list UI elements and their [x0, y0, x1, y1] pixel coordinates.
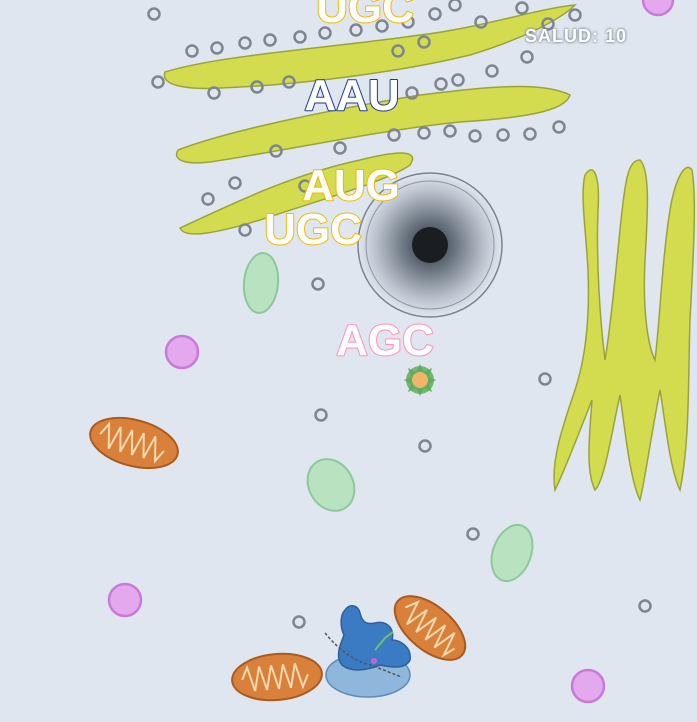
- ribosome-dot: [485, 64, 499, 78]
- rough-endoplasmic-reticulum: [163, 4, 577, 235]
- ribosome-dot: [474, 15, 488, 29]
- vesicles: [242, 252, 534, 583]
- ribosome-dot: [552, 120, 566, 134]
- codon-label: AUG: [302, 161, 400, 210]
- vesicle: [490, 523, 534, 583]
- ribosome-dot: [263, 33, 277, 47]
- codon-label: UGC: [264, 205, 362, 254]
- mitochondrion: [89, 416, 179, 470]
- ribosome-dot: [428, 7, 442, 21]
- ribosome-dot: [250, 80, 264, 94]
- codon-label: AAU: [304, 71, 399, 120]
- ribosome-dot: [434, 77, 448, 91]
- ribosome-dot: [349, 23, 363, 37]
- ribosome-dots: [147, 0, 652, 629]
- ribosome-dot: [391, 44, 405, 58]
- ribosome-dot: [311, 277, 325, 291]
- ribosome-dot: [496, 128, 510, 142]
- ribosome-dot: [468, 129, 482, 143]
- player-ribosome[interactable]: [324, 605, 411, 698]
- ribosome-dot: [282, 75, 296, 89]
- ribosome-dot: [147, 7, 161, 21]
- codon-labels: UGC AAU AUG UGC AGC: [263, 0, 435, 366]
- ribosome-dot: [314, 408, 328, 422]
- ribosome-dot: [201, 192, 215, 206]
- vesicle: [306, 458, 356, 512]
- virus-particle: [404, 364, 436, 396]
- ribosome-dot: [448, 0, 462, 12]
- ribosome-dot: [210, 41, 224, 55]
- ribosome-dot: [466, 527, 480, 541]
- ribosome-dot: [151, 75, 165, 89]
- ribosome-dot: [638, 599, 652, 613]
- ribosome-dot: [417, 35, 431, 49]
- mitochondria: [89, 416, 467, 702]
- ribosome-dot: [238, 223, 252, 237]
- ribosome-dot: [538, 372, 552, 386]
- ribosome-dot: [293, 30, 307, 44]
- ribosome-dot: [568, 8, 582, 22]
- codon-label: AGC: [336, 316, 434, 365]
- smooth-endoplasmic-reticulum: [553, 159, 696, 503]
- codon-label: UGC: [316, 0, 414, 32]
- ribosome-dot: [523, 127, 537, 141]
- ribosome-dot: [417, 126, 431, 140]
- ribosome-dot: [298, 179, 312, 193]
- health-counter: SALUD: 10: [524, 26, 627, 46]
- ribosome-dot: [541, 17, 555, 31]
- lysosome: [570, 668, 606, 704]
- lysosome: [641, 0, 675, 17]
- ribosome-dot: [207, 86, 221, 100]
- ribosome-dot: [387, 128, 401, 142]
- ribosome-dot: [515, 1, 529, 15]
- ribosome-dot: [292, 615, 306, 629]
- ribosome-dot: [269, 144, 283, 158]
- lysosome: [107, 582, 143, 618]
- ribosome-dot: [418, 439, 432, 453]
- ribosome-dot: [443, 124, 457, 138]
- ribosome-dot: [451, 73, 465, 87]
- vesicle: [242, 252, 280, 314]
- mitochondrion: [393, 595, 467, 661]
- lysosome: [164, 334, 200, 370]
- ribosome-dot: [401, 15, 415, 29]
- ribosome-dot: [375, 19, 389, 33]
- mitochondrion: [231, 652, 323, 702]
- ribosome-dot: [520, 50, 534, 64]
- ribosome-dot: [318, 26, 332, 40]
- nuclear-pore: [357, 172, 503, 318]
- lysosomes: [107, 0, 675, 704]
- ribosome-dot: [185, 44, 199, 58]
- ribosome-dot: [238, 36, 252, 50]
- ribosome-dot: [405, 86, 419, 100]
- ribosome-dot: [228, 176, 242, 190]
- ribosome-dot: [333, 141, 347, 155]
